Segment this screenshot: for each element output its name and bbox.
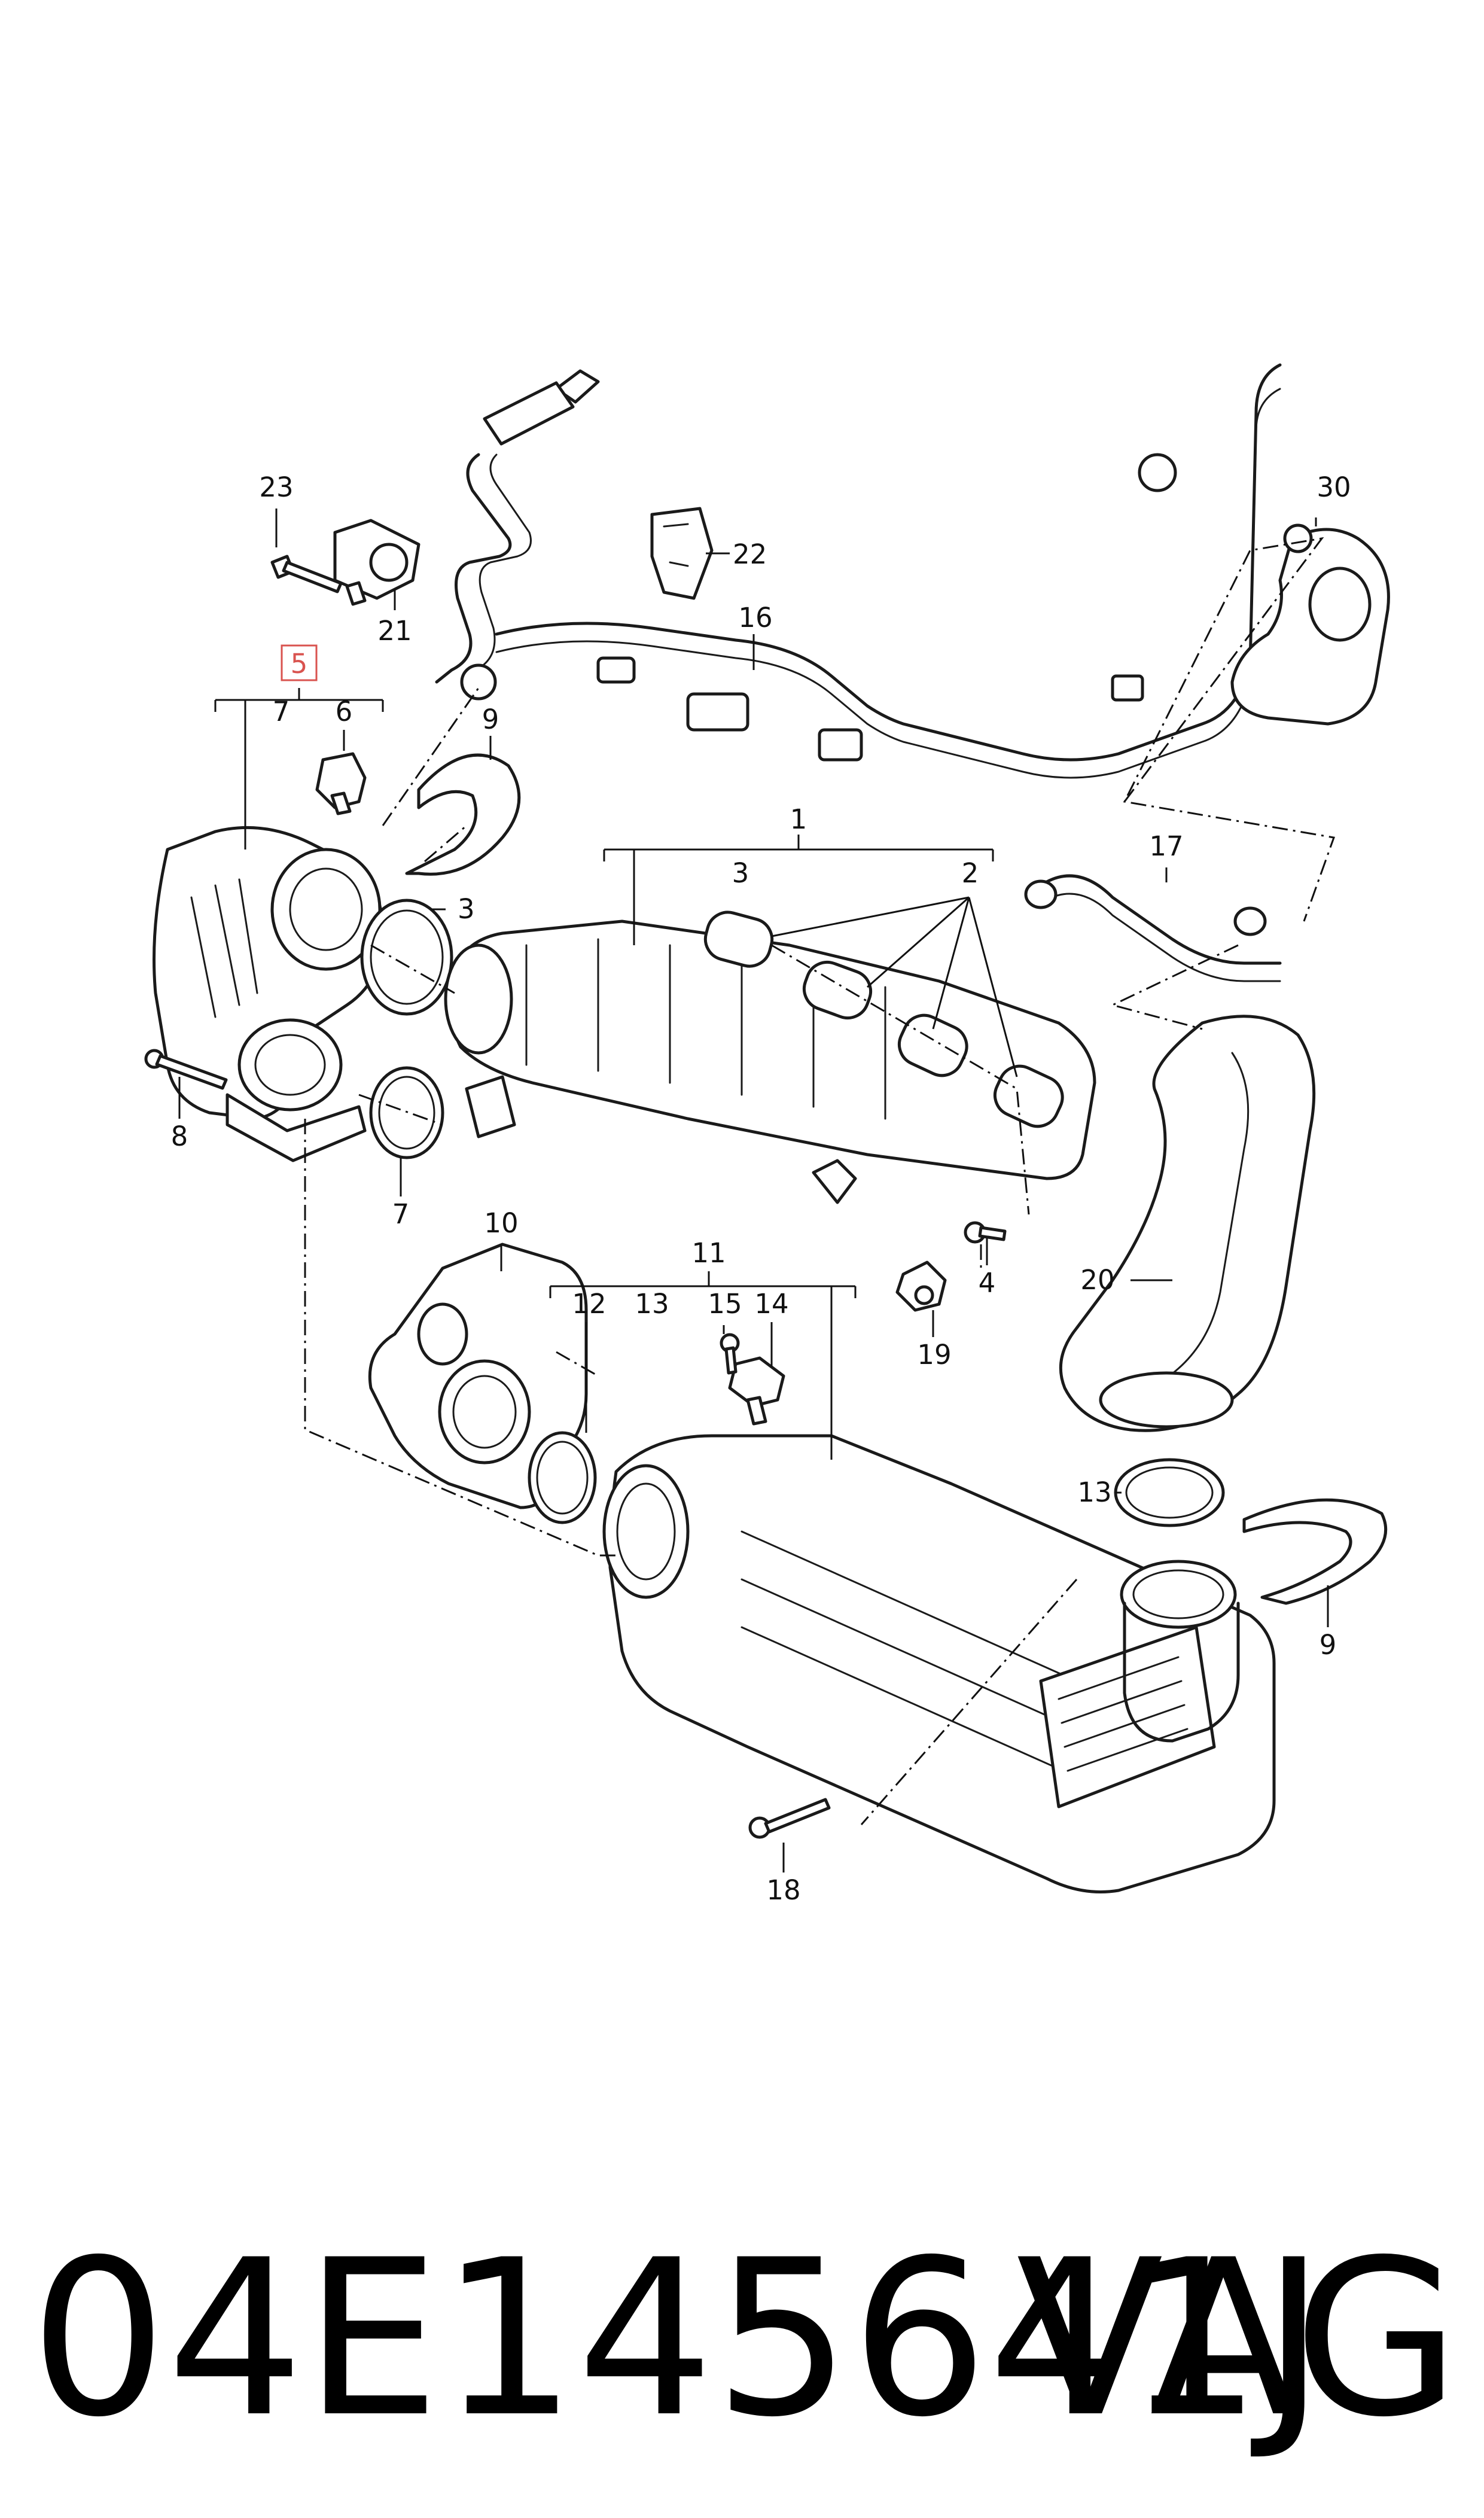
callout-17: 17 bbox=[1149, 830, 1183, 862]
bolt-4 bbox=[964, 1221, 1007, 1244]
callout-labels: 23 21 22 16 30 5 7 6 9 3 1 3 2 17 8 7 10… bbox=[171, 471, 1351, 1906]
callout-22: 22 bbox=[733, 538, 767, 570]
part-number-label: 04E145641J bbox=[30, 2213, 1325, 2464]
callout-15: 15 bbox=[708, 1288, 742, 1320]
o-ring-3 bbox=[360, 899, 453, 1016]
callout-23: 23 bbox=[259, 471, 293, 503]
gasket-9-top bbox=[405, 753, 521, 876]
o-ring-12 bbox=[528, 1431, 597, 1524]
callout-21: 21 bbox=[377, 615, 412, 647]
callout-4: 4 bbox=[979, 1267, 996, 1299]
callout-19: 19 bbox=[917, 1339, 951, 1371]
callout-3-right: 3 bbox=[732, 857, 749, 889]
callout-6: 6 bbox=[336, 696, 353, 727]
callout-7-upper: 7 bbox=[273, 696, 290, 727]
bolt-23 bbox=[270, 555, 343, 593]
leader-lines bbox=[178, 509, 1329, 1872]
sensor-19 bbox=[895, 1260, 947, 1312]
intake-connection-5 bbox=[153, 826, 385, 1162]
callout-16: 16 bbox=[738, 602, 772, 634]
callout-7-lower: 7 bbox=[392, 1198, 410, 1230]
intake-manifold-1 bbox=[444, 919, 1096, 1204]
callout-13-left: 13 bbox=[635, 1288, 669, 1320]
sensor-6 bbox=[315, 752, 367, 815]
callout-18: 18 bbox=[766, 1874, 800, 1906]
alignment-lines bbox=[304, 537, 1336, 1825]
gasket-2-row bbox=[703, 911, 1064, 1128]
bolt-18 bbox=[748, 1798, 831, 1839]
sensor-14 bbox=[728, 1356, 785, 1426]
vent-hose-assembly bbox=[435, 363, 1282, 779]
callout-20: 20 bbox=[1080, 1264, 1114, 1296]
callout-30: 30 bbox=[1317, 471, 1351, 503]
callout-5: 5 bbox=[291, 648, 308, 680]
callout-13-right: 13 bbox=[1077, 1476, 1111, 1508]
callout-12: 12 bbox=[572, 1288, 606, 1320]
housing-30 bbox=[1230, 523, 1390, 726]
callout-8: 8 bbox=[171, 1121, 188, 1152]
intercooler-11 bbox=[602, 1434, 1276, 1893]
hose-17 bbox=[1024, 874, 1282, 982]
brand-label: VAG bbox=[1016, 2213, 1460, 2464]
gasket-9-bottom bbox=[1242, 1498, 1388, 1605]
callout-2: 2 bbox=[962, 857, 979, 889]
callout-11: 11 bbox=[691, 1237, 726, 1269]
callout-1: 1 bbox=[790, 803, 807, 835]
clip-22 bbox=[650, 507, 714, 600]
o-ring-13 bbox=[1114, 1458, 1225, 1527]
bolt-8 bbox=[144, 1049, 228, 1090]
callout-3-left: 3 bbox=[458, 893, 475, 925]
callout-14: 14 bbox=[754, 1288, 788, 1320]
callout-9-upper: 9 bbox=[482, 704, 499, 735]
bracket-21 bbox=[333, 519, 420, 606]
charge-air-pipe-20 bbox=[1059, 1015, 1316, 1432]
callout-10: 10 bbox=[484, 1207, 518, 1239]
callout-9-lower: 9 bbox=[1320, 1629, 1337, 1661]
bolt-15 bbox=[720, 1333, 740, 1375]
highlight-box-5 bbox=[281, 644, 318, 681]
